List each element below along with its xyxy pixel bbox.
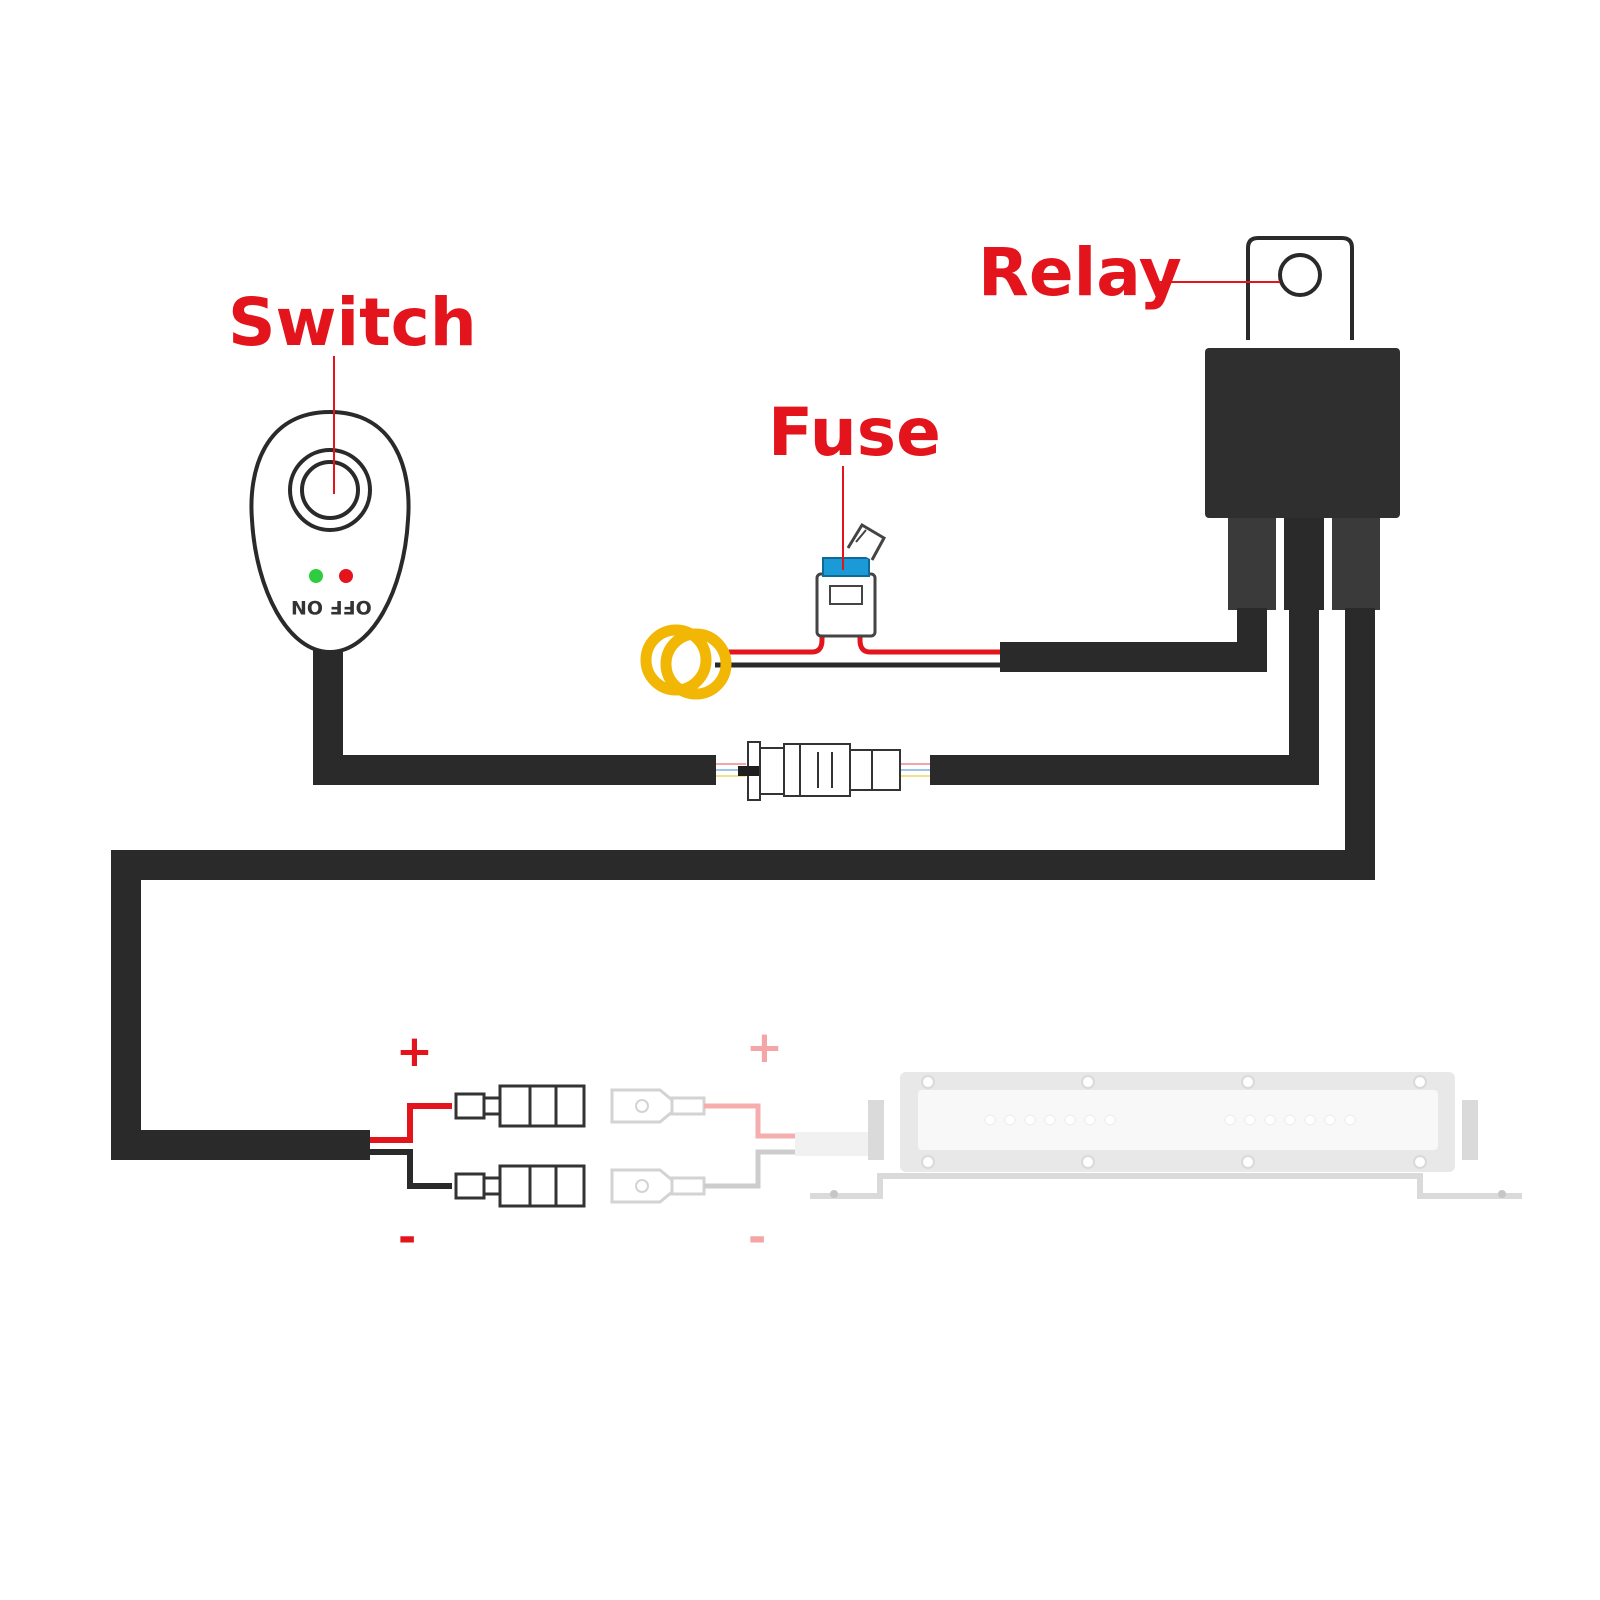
negative-sign: - bbox=[398, 1212, 417, 1263]
ring-terminal-icon bbox=[640, 624, 732, 700]
led-light-bar-icon bbox=[795, 1072, 1522, 1199]
relay-label: Relay bbox=[978, 234, 1182, 311]
relay-to-fuse-wire bbox=[1000, 608, 1267, 672]
relay-to-connector-wire bbox=[930, 608, 1319, 785]
led-green-icon bbox=[309, 569, 323, 583]
relay-to-lightbar-wire bbox=[111, 608, 1375, 1160]
switch-state-text: OFF ON bbox=[291, 596, 372, 618]
switch-to-connector-wire bbox=[313, 648, 716, 785]
fuse-label: Fuse bbox=[768, 394, 941, 471]
switch-label: Switch bbox=[228, 284, 477, 361]
lightbar-negative-spade bbox=[610, 1149, 795, 1204]
wire-connector-icon bbox=[716, 741, 930, 801]
push-button-switch-icon bbox=[249, 409, 411, 655]
positive-spade-connector bbox=[454, 1084, 586, 1128]
positive-lead bbox=[370, 1103, 452, 1143]
leader-lines bbox=[333, 281, 1280, 570]
lightbar-positive-spade bbox=[610, 1088, 795, 1139]
positive-sign: + bbox=[396, 1026, 433, 1077]
output-terminals bbox=[370, 1084, 795, 1208]
relay-icon bbox=[1205, 236, 1400, 610]
wire-harness bbox=[111, 608, 1375, 1160]
lightbar-positive-sign: + bbox=[746, 1022, 783, 1073]
negative-lead bbox=[370, 1149, 452, 1189]
negative-spade-connector bbox=[454, 1164, 586, 1208]
led-red-icon bbox=[339, 569, 353, 583]
blade-fuse-holder-icon bbox=[815, 522, 887, 638]
fuse-lead bbox=[715, 632, 1000, 668]
lightbar-negative-sign: - bbox=[748, 1212, 767, 1263]
